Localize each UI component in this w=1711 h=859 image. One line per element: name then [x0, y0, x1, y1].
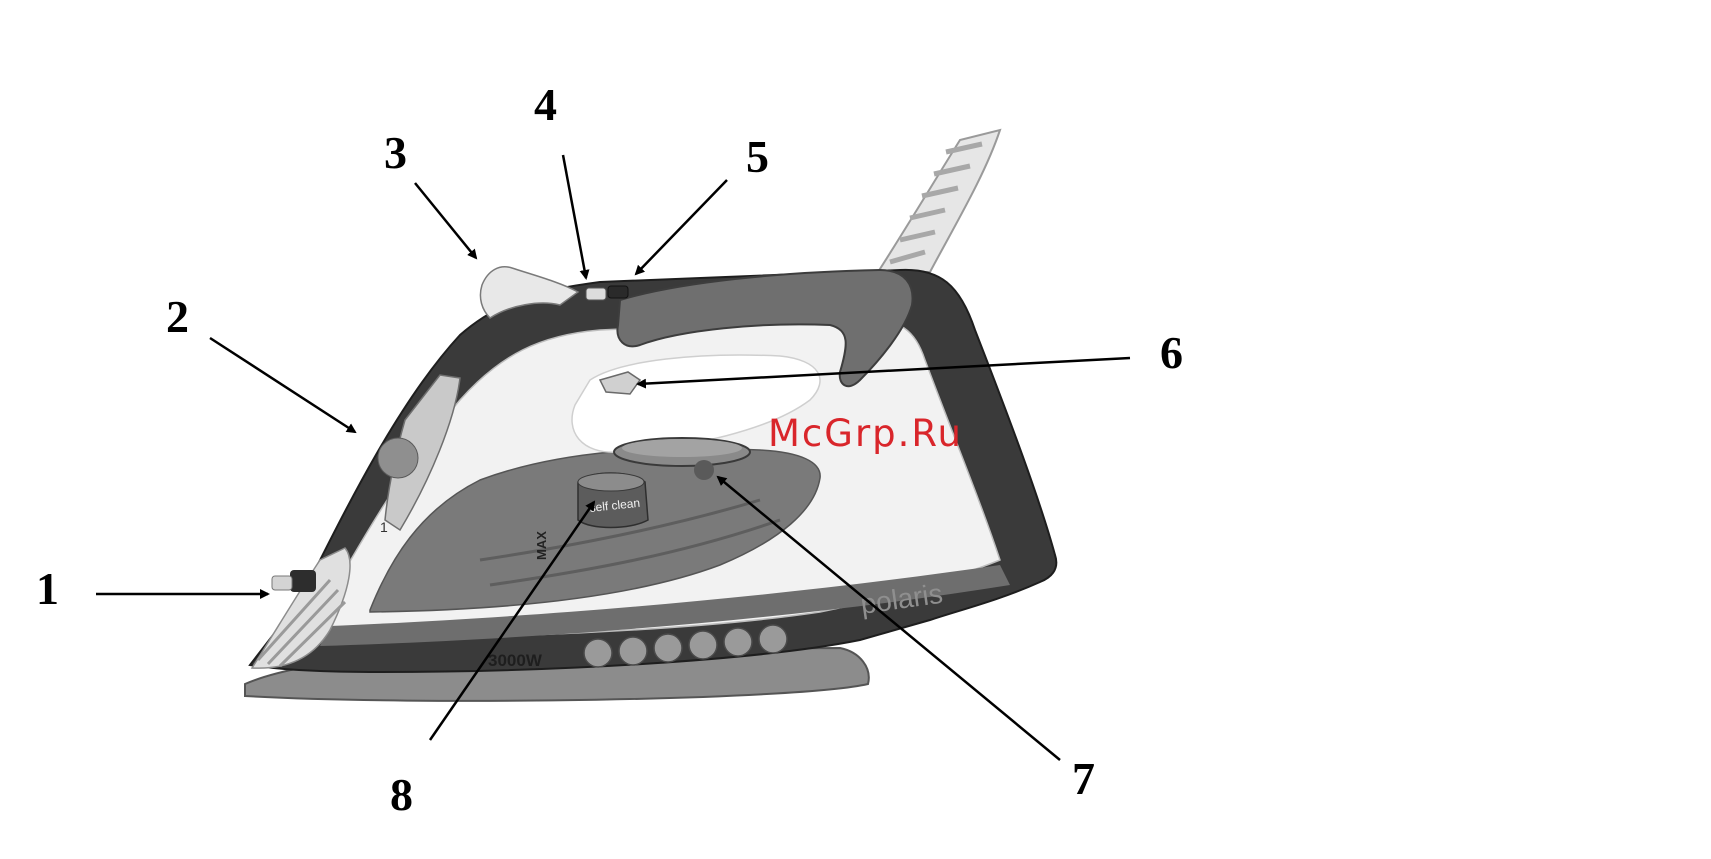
arrow-4 [563, 155, 586, 278]
callout-6: 6 [1160, 330, 1183, 376]
level-mark: 1 [380, 519, 388, 535]
steam-shot-button [608, 286, 628, 298]
spray-nozzle [290, 570, 316, 592]
callout-7: 7 [1072, 756, 1095, 802]
callout-2: 2 [166, 294, 189, 340]
arrow-2 [210, 338, 355, 432]
spray-button [586, 288, 606, 300]
callout-5: 5 [746, 134, 769, 180]
watermark-text: McGrp.Ru [768, 412, 963, 455]
arrow-3 [415, 183, 476, 258]
power-rating: 3000W [488, 651, 543, 670]
power-cord [878, 130, 1000, 272]
callout-8: 8 [390, 772, 413, 818]
arrow-5 [636, 180, 727, 274]
callout-1: 1 [36, 566, 59, 612]
callout-3: 3 [384, 130, 407, 176]
callout-4: 4 [534, 82, 557, 128]
max-mark: MAX [534, 531, 549, 560]
